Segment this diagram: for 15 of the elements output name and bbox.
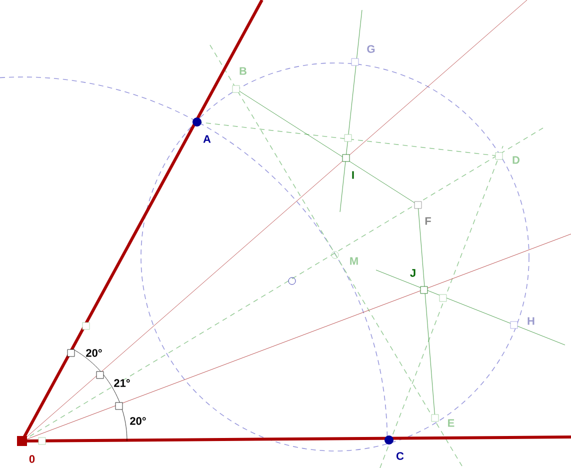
point-label: I (352, 171, 354, 179)
angle-label: 21° (114, 379, 130, 387)
point-label: H (528, 317, 534, 325)
point-label: E (448, 419, 454, 427)
angle-label: 20° (130, 417, 146, 425)
point-label: M (350, 257, 358, 265)
point-label: G (367, 45, 375, 53)
point-label: C (396, 452, 404, 460)
point-label: F (425, 217, 431, 225)
point-label: J (410, 269, 416, 277)
angle-label: 20° (86, 349, 102, 357)
point-label: A (203, 135, 211, 143)
point-label: B (240, 67, 246, 75)
point-label: 0 (29, 455, 35, 463)
point-label: D (512, 156, 520, 164)
